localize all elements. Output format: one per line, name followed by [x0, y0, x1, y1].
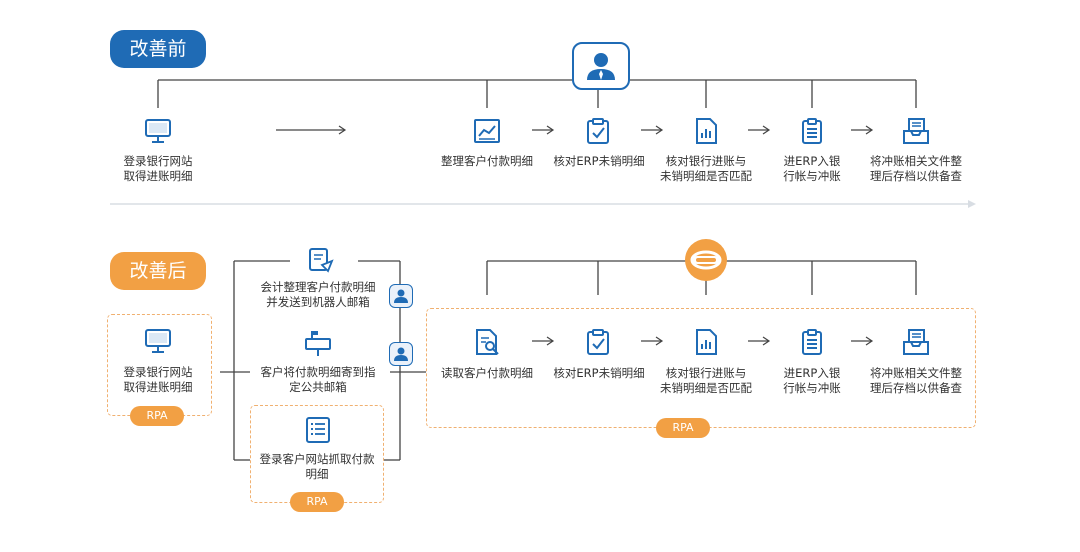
before-step-2-label: 核对ERP未销明细 [553, 154, 645, 168]
document-search-icon [472, 327, 502, 357]
branch-0-label: 会计整理客户付款明细并发送到机器人邮箱 [260, 280, 376, 309]
before-step-5-label: 将冲账相关文件整理后存档以供备查 [870, 154, 962, 183]
rpa-badge-main: RPA [656, 418, 710, 438]
after-step-4-label: 将冲账相关文件整理后存档以供备查 [870, 366, 962, 395]
before-step-1-label: 整理客户付款明细 [441, 154, 533, 168]
rpa-badge-left: RPA [130, 406, 184, 426]
clipboard-list-icon [797, 116, 827, 146]
monitor-icon [143, 116, 173, 146]
document-chart-icon [691, 116, 721, 146]
document-send-icon [305, 244, 335, 274]
monitor-icon [143, 326, 173, 356]
chart-icon [472, 116, 502, 146]
branch-2-label: 登录客户网站抓取付款明细 [259, 452, 375, 481]
before-step-0-label: 登录银行网站取得进账明细 [123, 154, 193, 183]
after-title: 改善后 [110, 252, 206, 290]
clipboard-check-icon [583, 116, 613, 146]
after-step-3-label: 进ERP入银行帐与冲账 [783, 366, 841, 395]
after-step-0-label: 读取客户付款明细 [441, 366, 533, 380]
document-chart-icon [691, 327, 721, 357]
before-title: 改善前 [110, 30, 206, 68]
person-badge-icon [572, 42, 630, 90]
archive-tray-icon [901, 116, 931, 146]
mailbox-icon [303, 328, 333, 358]
clipboard-check-icon [583, 327, 613, 357]
archive-tray-icon [901, 327, 931, 357]
before-step-4-label: 进ERP入银行帐与冲账 [783, 154, 841, 183]
rpa-badge-branch: RPA [290, 492, 344, 512]
after-step-1-label: 核对ERP未销明细 [553, 366, 645, 380]
person-icon [389, 342, 413, 366]
after-left-label: 登录银行网站取得进账明细 [123, 365, 193, 394]
branch-1-label: 客户将付款明细寄到指定公共邮箱 [260, 365, 376, 394]
person-icon [389, 284, 413, 308]
after-step-2-label: 核对银行进账与未销明细是否匹配 [660, 366, 752, 395]
before-step-3-label: 核对银行进账与未销明细是否匹配 [660, 154, 752, 183]
clipboard-list-icon [797, 327, 827, 357]
robot-badge-icon [684, 238, 728, 282]
list-icon [303, 415, 333, 445]
